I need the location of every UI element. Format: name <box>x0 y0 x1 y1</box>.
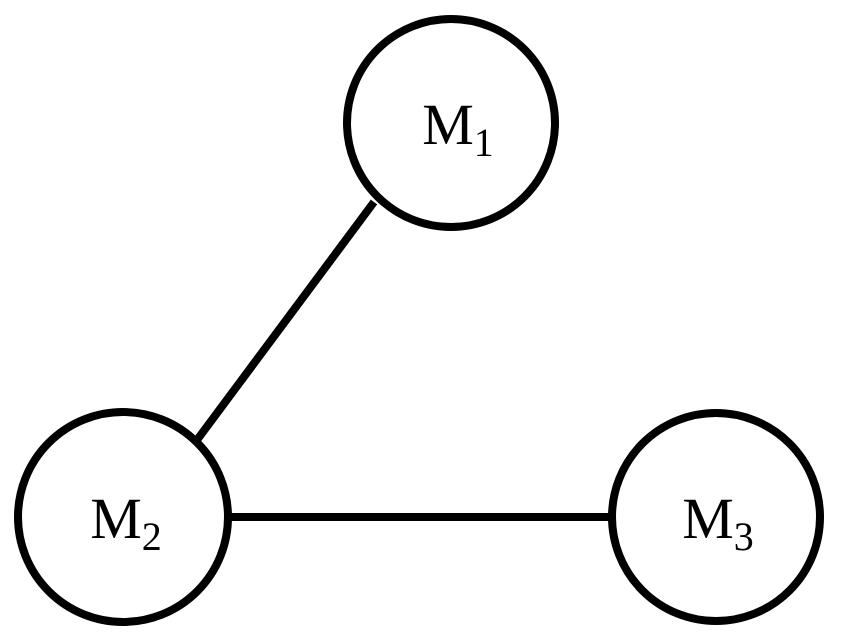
node-m1-circle <box>343 15 559 231</box>
node-m3-subscript: 3 <box>734 514 754 559</box>
node-m2-label: M2 <box>90 486 162 559</box>
node-m3: M3 <box>608 409 824 625</box>
node-m3-circle <box>608 409 824 625</box>
node-m1: M1 <box>343 15 559 231</box>
node-m2-circle <box>14 408 232 626</box>
node-m1-subscript: 1 <box>474 120 494 165</box>
node-m3-label: M3 <box>682 486 754 559</box>
node-m2: M2 <box>14 408 232 626</box>
node-m2-subscript: 2 <box>142 514 162 559</box>
edge-m1-m2 <box>193 199 378 443</box>
node-m1-label: M1 <box>422 92 494 165</box>
